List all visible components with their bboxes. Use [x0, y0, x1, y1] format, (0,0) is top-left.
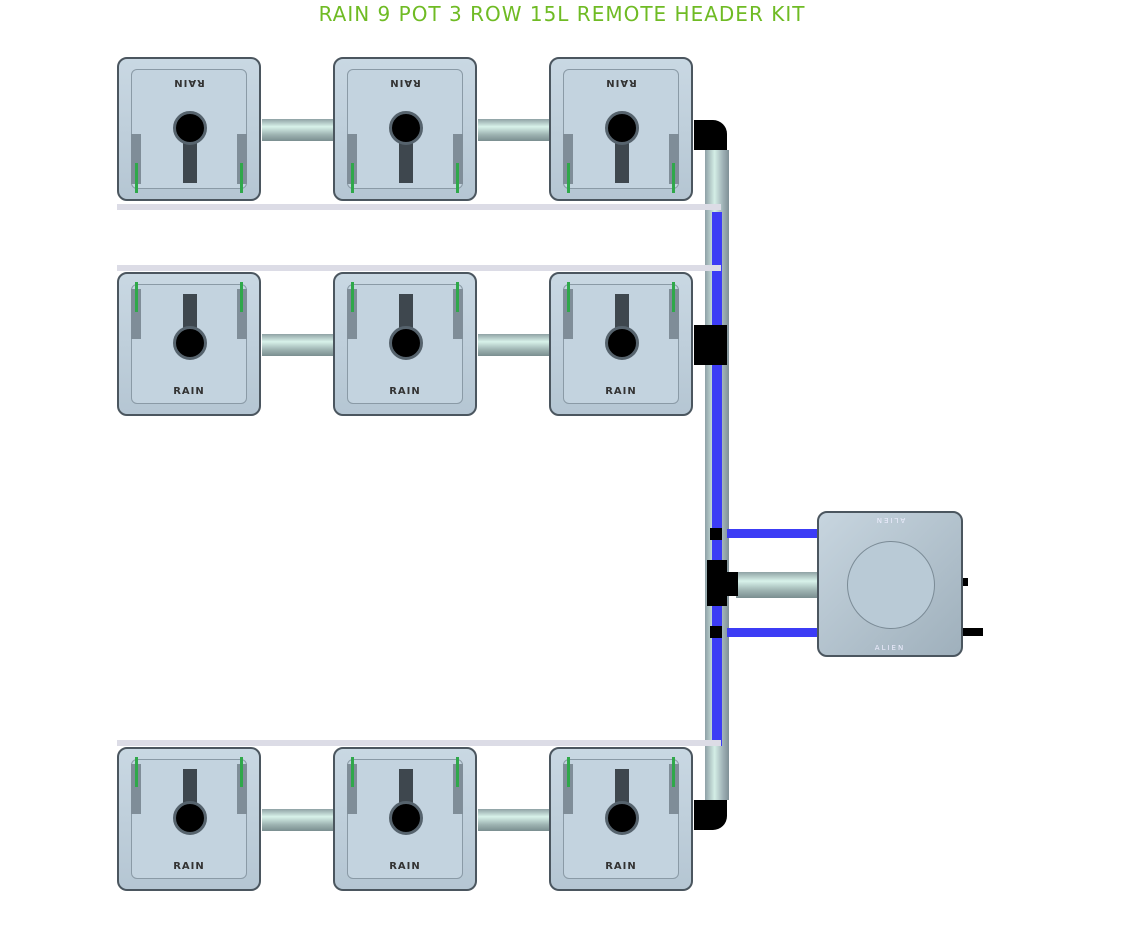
pot-logo: RAIN — [605, 861, 637, 872]
pot-logo: RAIN — [173, 386, 205, 397]
drain-hole — [173, 111, 207, 145]
pot-clip — [563, 134, 573, 184]
pot-logo: RAIN — [389, 77, 421, 88]
pot-clip — [669, 764, 679, 814]
tank-outlet-pipe — [736, 572, 818, 598]
pot-connector-pipe — [262, 119, 334, 141]
drip-stake — [456, 282, 459, 312]
diagram-title: RAIN 9 POT 3 ROW 15L REMOTE HEADER KIT — [318, 2, 806, 26]
pot: RAIN — [117, 747, 261, 891]
tank-logo: ALIEN — [874, 516, 906, 524]
tee-fitting-tank — [707, 560, 727, 606]
drain-hole — [389, 326, 423, 360]
pot-connector-pipe — [262, 334, 334, 356]
pot: RAIN — [549, 57, 693, 201]
feed-line-to-tank — [727, 529, 818, 538]
drip-stake — [135, 163, 138, 193]
pot-clip — [347, 134, 357, 184]
drain-channel — [399, 139, 413, 183]
pot-logo: RAIN — [605, 386, 637, 397]
drip-stake — [567, 757, 570, 787]
pot-connector-pipe — [478, 119, 550, 141]
drip-stake — [567, 163, 570, 193]
drip-stake — [456, 163, 459, 193]
pot-clip — [669, 289, 679, 339]
pot-clip — [669, 134, 679, 184]
drain-channel — [183, 139, 197, 183]
drain-hole — [173, 326, 207, 360]
feed-line-to-tank — [727, 628, 818, 637]
pot-logo: RAIN — [389, 861, 421, 872]
pot: RAIN — [333, 57, 477, 201]
pot-clip — [347, 764, 357, 814]
drip-stake — [240, 163, 243, 193]
drip-stake — [351, 163, 354, 193]
drip-stake — [240, 282, 243, 312]
drain-hole — [605, 801, 639, 835]
pot-clip — [453, 134, 463, 184]
pot-connector-pipe — [478, 334, 550, 356]
pot-clip — [453, 764, 463, 814]
drip-stake — [672, 757, 675, 787]
drip-stake — [240, 757, 243, 787]
pot-logo: RAIN — [605, 77, 637, 88]
elbow-fitting-top — [694, 120, 727, 150]
tee-fitting-tank-stub — [726, 572, 738, 596]
drain-hole — [389, 111, 423, 145]
tee-fitting-middle-row — [694, 325, 727, 365]
pot-clip — [347, 289, 357, 339]
pot: RAIN — [333, 272, 477, 416]
pot-logo: RAIN — [173, 77, 205, 88]
connector-fitting — [710, 626, 722, 638]
drip-line — [117, 740, 721, 746]
pot: RAIN — [549, 272, 693, 416]
feed-line-vertical — [712, 212, 722, 746]
pot-connector-pipe — [262, 809, 334, 831]
pot: RAIN — [549, 747, 693, 891]
drip-stake — [351, 282, 354, 312]
tank-drain-fitting — [963, 578, 968, 586]
pot-clip — [563, 764, 573, 814]
drip-stake — [135, 757, 138, 787]
drain-hole — [389, 801, 423, 835]
drip-line — [117, 204, 721, 210]
pot-connector-pipe — [478, 809, 550, 831]
pot-logo: RAIN — [389, 386, 421, 397]
drip-line — [117, 265, 721, 271]
pot-clip — [131, 289, 141, 339]
drip-stake — [567, 282, 570, 312]
drip-stake — [135, 282, 138, 312]
drain-hole — [173, 801, 207, 835]
pot-clip — [453, 289, 463, 339]
pot-clip — [131, 134, 141, 184]
pot-logo: RAIN — [173, 861, 205, 872]
drip-stake — [456, 757, 459, 787]
tank-logo: ALIEN — [874, 644, 906, 652]
drain-hole — [605, 111, 639, 145]
pot-clip — [237, 289, 247, 339]
reservoir-tank: ALIEN ALIEN — [817, 511, 963, 657]
pot: RAIN — [117, 57, 261, 201]
elbow-fitting-bottom — [694, 800, 727, 830]
pot-clip — [237, 134, 247, 184]
drain-hole — [605, 326, 639, 360]
connector-fitting — [710, 528, 722, 540]
pot: RAIN — [333, 747, 477, 891]
drain-channel — [615, 139, 629, 183]
drip-stake — [672, 282, 675, 312]
pot-clip — [131, 764, 141, 814]
tank-drain-fitting — [963, 628, 983, 636]
pot: RAIN — [117, 272, 261, 416]
pot-clip — [563, 289, 573, 339]
drip-stake — [672, 163, 675, 193]
pot-clip — [237, 764, 247, 814]
tank-lid — [847, 541, 935, 629]
drip-stake — [351, 757, 354, 787]
